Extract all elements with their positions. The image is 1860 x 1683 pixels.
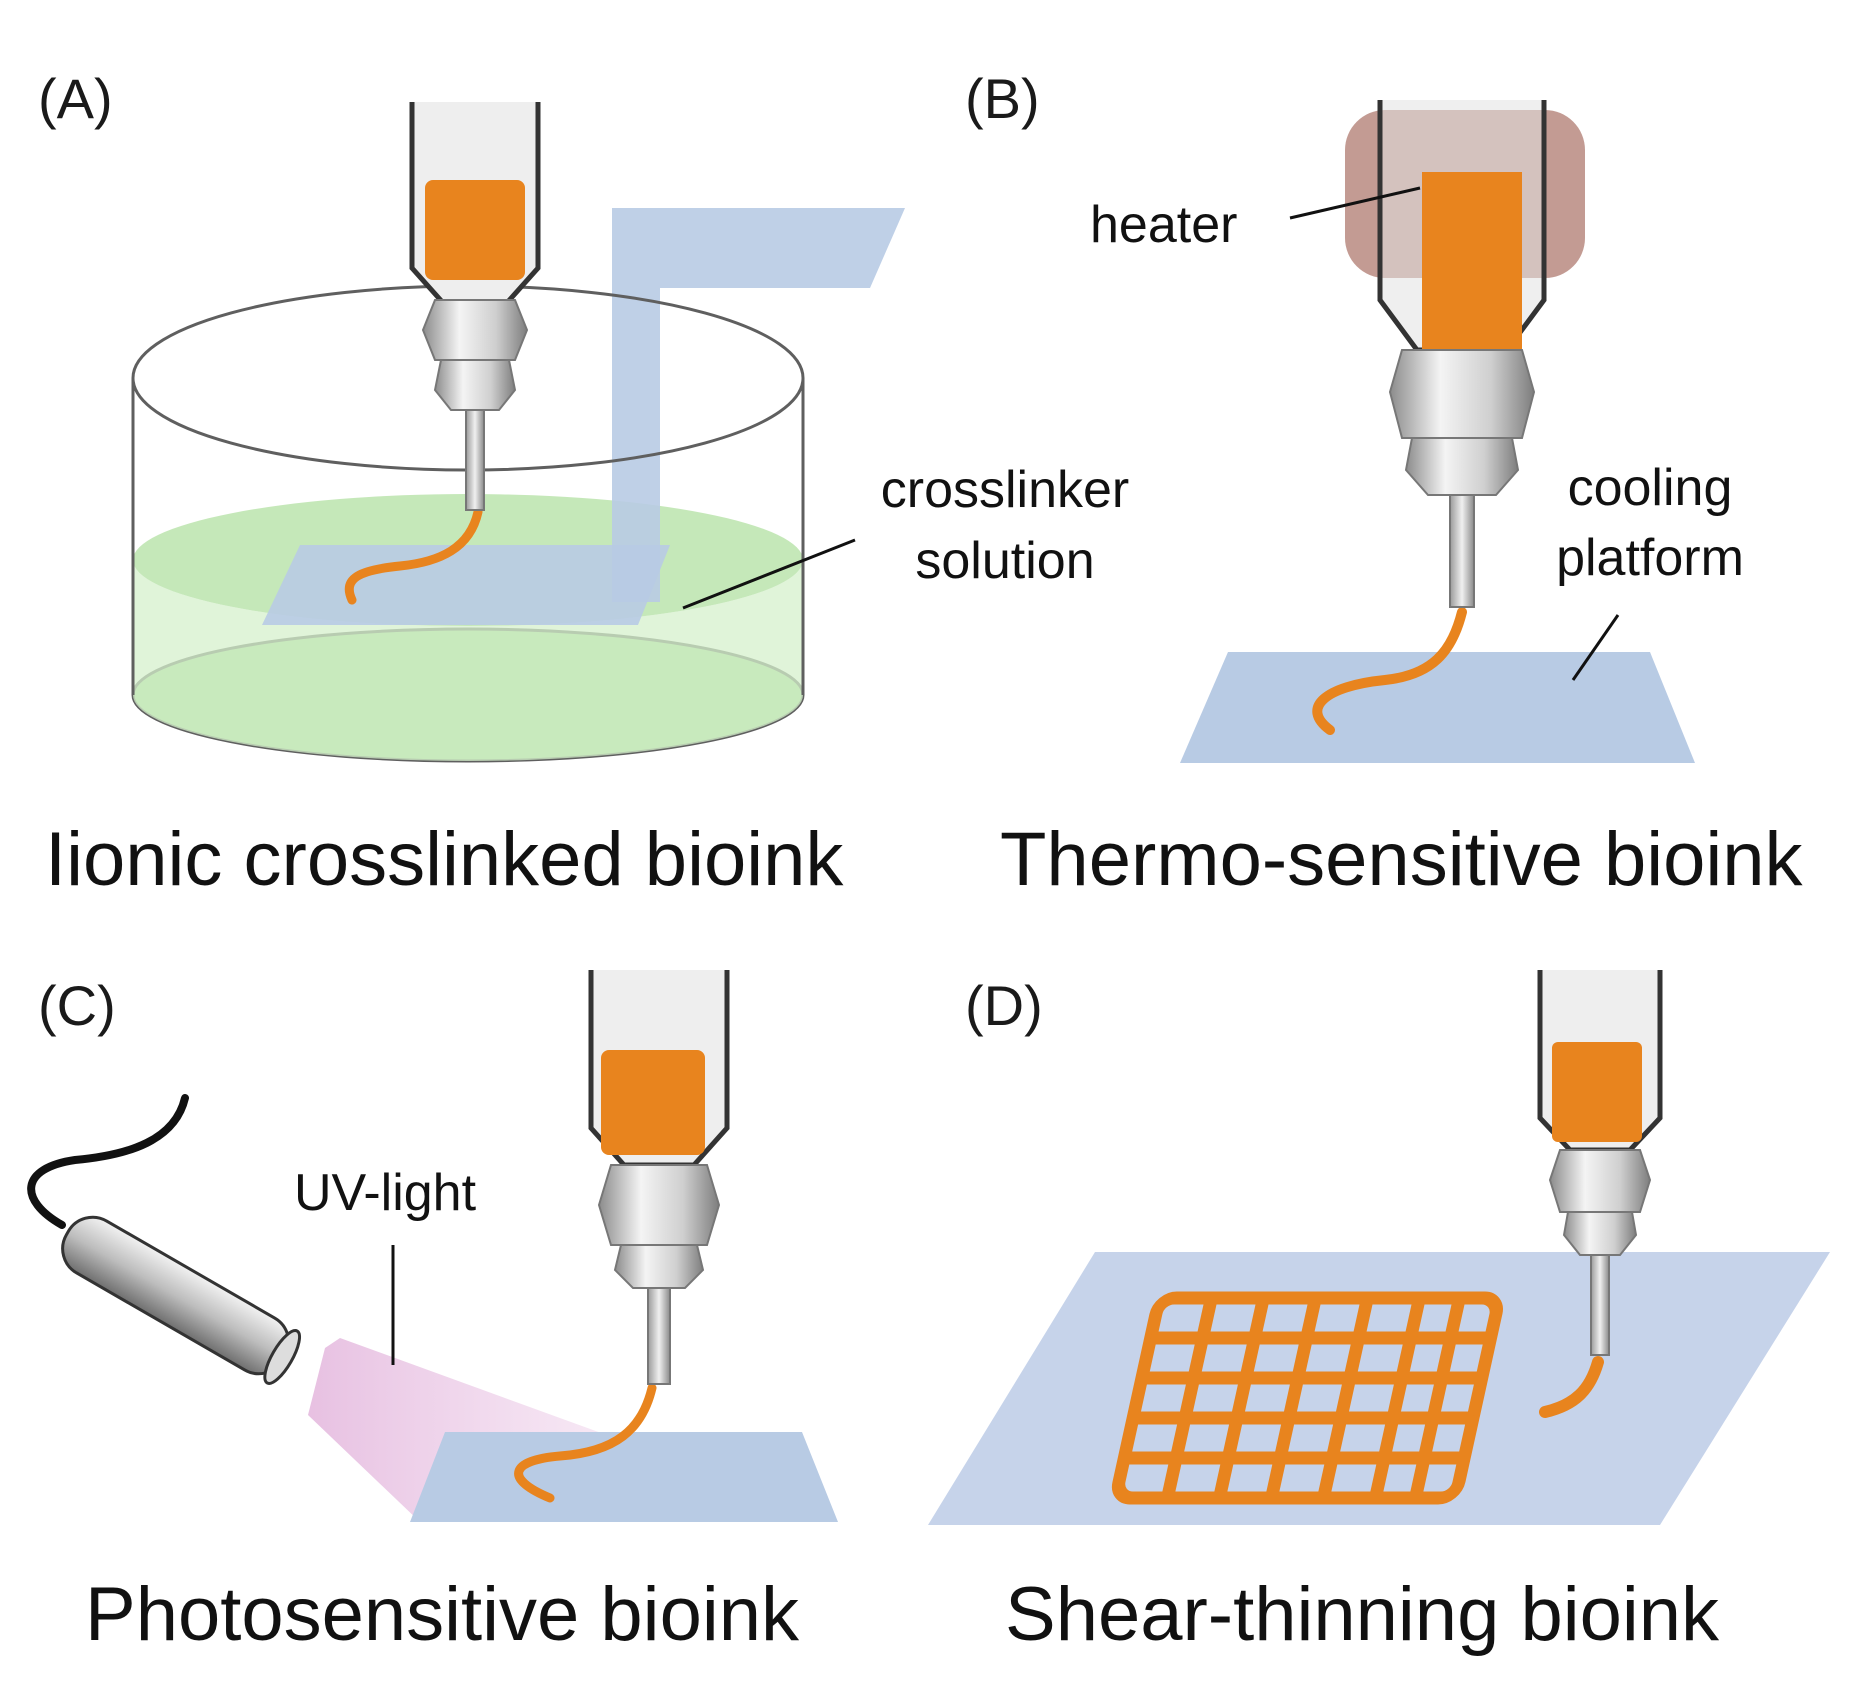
printed-lattice <box>1111 1291 1503 1505</box>
panel-a: (A) crosslinker solution Iionic crosslin… <box>38 67 1129 902</box>
platform-plate <box>262 545 670 625</box>
panel-a-letter: (A) <box>38 67 113 130</box>
printed-strand <box>344 507 483 605</box>
platform-leader <box>1571 614 1620 681</box>
callout-heater: heater <box>1090 196 1237 254</box>
panel-c: (C) UV-light Photosensitive bioink <box>27 970 838 1657</box>
panel-b-caption: Thermo-sensitive bioink <box>1000 817 1804 902</box>
crosslinker-leader <box>682 538 856 610</box>
callout-crosslinker: crosslinker <box>881 461 1130 519</box>
panel-b-letter: (B) <box>965 67 1040 130</box>
panel-b: (B) heater cooling platform Thermo-sensi… <box>965 67 1804 902</box>
panel-a-caption: Iionic crosslinked bioink <box>45 817 844 902</box>
platform-c <box>410 1432 838 1522</box>
crosslinker-solution <box>133 560 803 761</box>
panel-d-caption: Shear-thinning bioink <box>1005 1572 1720 1657</box>
uv-lamp-icon <box>61 1215 302 1385</box>
lattice-lead <box>1539 1356 1604 1418</box>
callout-uv-light: UV-light <box>294 1164 477 1222</box>
printed-strand-b <box>1312 607 1467 735</box>
callout-cooling: cooling <box>1568 459 1733 517</box>
nozzle-b <box>1377 100 1547 608</box>
nozzle-d <box>1537 970 1663 1356</box>
heater-leader <box>1289 186 1421 220</box>
panel-c-caption: Photosensitive bioink <box>85 1572 800 1657</box>
printed-strand-c <box>514 1383 657 1503</box>
lamp-cable <box>27 1094 189 1229</box>
callout-platform: platform <box>1556 529 1744 587</box>
nozzle-c <box>588 970 730 1385</box>
panel-d-letter: (D) <box>965 974 1043 1037</box>
nozzle-a <box>409 102 541 511</box>
panel-c-letter: (C) <box>38 974 116 1037</box>
cooling-platform <box>1180 652 1695 763</box>
panel-d: (D) Shear-thinning bioink <box>928 970 1830 1657</box>
callout-solution: solution <box>915 532 1094 590</box>
